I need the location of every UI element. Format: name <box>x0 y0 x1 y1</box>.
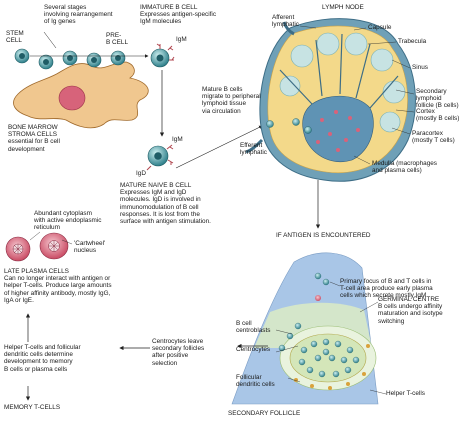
label-primary-focus: Primary focus of B and T cells in T-cell… <box>340 278 433 300</box>
label-trabecula: Trabecula <box>398 38 427 45</box>
label-capsule: Capsule <box>368 24 392 31</box>
plasma-cell-2 <box>39 232 69 260</box>
label-mature-naive-b-cell: MATURE NAIVE B CELL Expresses IgM and Ig… <box>120 182 211 226</box>
leader-cytoplasm <box>29 231 41 241</box>
label-secondary-follicle: SECONDARY FOLLICLE <box>228 410 301 417</box>
label-igm-mid: IgM <box>172 136 183 143</box>
label-cortex: Cortex (mostly B cells) <box>416 108 460 123</box>
developing-cell-2 <box>62 50 78 66</box>
label-mature-b-migrate: Mature B cells migrate to peripheral lym… <box>202 86 261 115</box>
developing-cell-3 <box>86 52 102 68</box>
follicle-leaders <box>275 281 387 395</box>
label-centrocytes-leave: Centrocytes leave secondary follicles af… <box>152 338 205 367</box>
label-afferent-lymphatic: Afferent lymphatic <box>272 14 299 29</box>
label-secondary-lymphoid-follicle: Secondary lymphoid follicle (B cells) <box>416 88 459 110</box>
label-if-antigen: IF ANTIGEN IS ENCOUNTERED <box>276 232 371 239</box>
pre-b-cell <box>110 50 126 66</box>
label-paracortex: Paracortex (mostly T cells) <box>412 130 455 145</box>
label-helper-follicular: Helper T-cells and follicular dendritic … <box>4 344 81 373</box>
developing-cell-1 <box>38 54 54 70</box>
label-b-cell-centroblasts: B cell centroblasts <box>236 320 271 335</box>
secondary-follicle <box>231 252 379 405</box>
label-pre-b-cell: PRE- B CELL <box>106 32 129 47</box>
label-follicular-dendritic: Follicular dendritic cells <box>236 374 275 389</box>
stem-cell <box>14 48 30 64</box>
label-igd-mid: IgD <box>136 170 146 177</box>
plasma-cell-1 <box>5 236 31 262</box>
label-abundant-cytoplasm: Abundant cytoplasm with active endoplasm… <box>34 210 102 232</box>
stroma-nucleus <box>58 85 86 111</box>
arrow-to-lymph-node <box>175 125 263 169</box>
label-igm-top: IgM <box>176 36 187 43</box>
label-late-plasma-cells: LATE PLASMA CELLS Can no longer interact… <box>4 268 112 304</box>
arrow-stroma-to-stage <box>43 31 57 49</box>
lymph-node-leaders <box>299 25 415 165</box>
label-stem-cell: STEM CELL <box>6 30 24 45</box>
label-germinal-centre: GERMINAL CENTRE B cells undergo affinity… <box>378 296 443 325</box>
leader-cartwheel <box>61 239 73 245</box>
label-helper-t-cells: Helper T-cells <box>386 390 425 397</box>
immature-b-cell <box>150 43 175 68</box>
label-sinus: Sinus <box>412 64 428 71</box>
label-memory-t-cells: MEMORY T-CELLS <box>4 404 61 411</box>
label-cartwheel-nucleus: 'Cartwheel' nucleus <box>74 240 106 255</box>
label-bone-marrow: BONE MARROW STROMA CELLS essential for B… <box>8 124 60 153</box>
label-lymph-node: LYMPH NODE <box>322 4 364 11</box>
lymph-node <box>245 18 416 182</box>
mature-naive-b-cell <box>146 144 174 171</box>
label-medulla: Medulla (macrophages and plasma cells) <box>372 160 438 175</box>
label-several-stages: Several stages involving rearrangement o… <box>44 4 113 26</box>
label-efferent-lymphatic: Efferent lymphatic <box>240 142 267 157</box>
label-immature-b-cell: IMMATURE B CELL Expresses antigen-specif… <box>140 4 217 26</box>
label-centrocytes: Centrocytes <box>236 346 271 353</box>
